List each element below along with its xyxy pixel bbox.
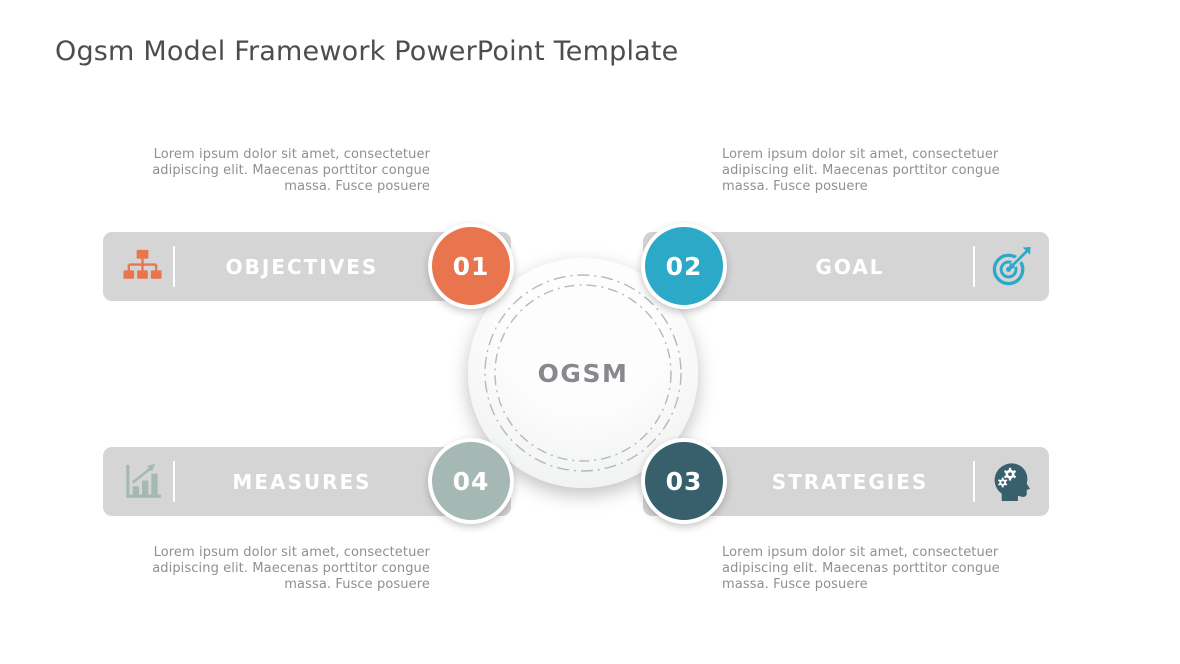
measures-description: Lorem ipsum dolor sit amet, consectetuer… xyxy=(152,545,430,592)
measures-number-badge: 04 xyxy=(428,438,514,524)
ogsm-label: OGSM xyxy=(537,358,629,388)
strategies-label: STRATEGIES xyxy=(771,469,929,494)
objectives-label: OBJECTIVES xyxy=(225,254,379,279)
badge-number: 04 xyxy=(452,466,490,496)
badge-number: 03 xyxy=(665,466,703,496)
head-gears-icon xyxy=(990,460,1033,503)
strategies-description: Lorem ipsum dolor sit amet, consectetuer… xyxy=(722,545,1000,592)
measures-label: MEASURES xyxy=(232,469,372,494)
badge-number: 02 xyxy=(665,251,703,281)
target-icon xyxy=(990,245,1033,288)
dashed-rings-decoration xyxy=(484,274,682,472)
divider-line xyxy=(173,461,175,502)
page-title: Ogsm Model Framework PowerPoint Template xyxy=(55,36,679,67)
goal-description: Lorem ipsum dolor sit amet, consectetuer… xyxy=(722,147,1000,194)
goal-label: GOAL xyxy=(815,254,885,279)
divider-line xyxy=(973,461,975,502)
strategies-number-badge: 03 xyxy=(641,438,727,524)
objectives-number-badge: 01 xyxy=(428,223,514,309)
divider-line xyxy=(173,246,175,287)
objectives-description: Lorem ipsum dolor sit amet, consectetuer… xyxy=(152,147,430,194)
divider-line xyxy=(973,246,975,287)
goal-number-badge: 02 xyxy=(641,223,727,309)
bar-chart-icon xyxy=(121,460,164,503)
badge-number: 01 xyxy=(452,251,490,281)
org-chart-icon xyxy=(121,245,164,288)
